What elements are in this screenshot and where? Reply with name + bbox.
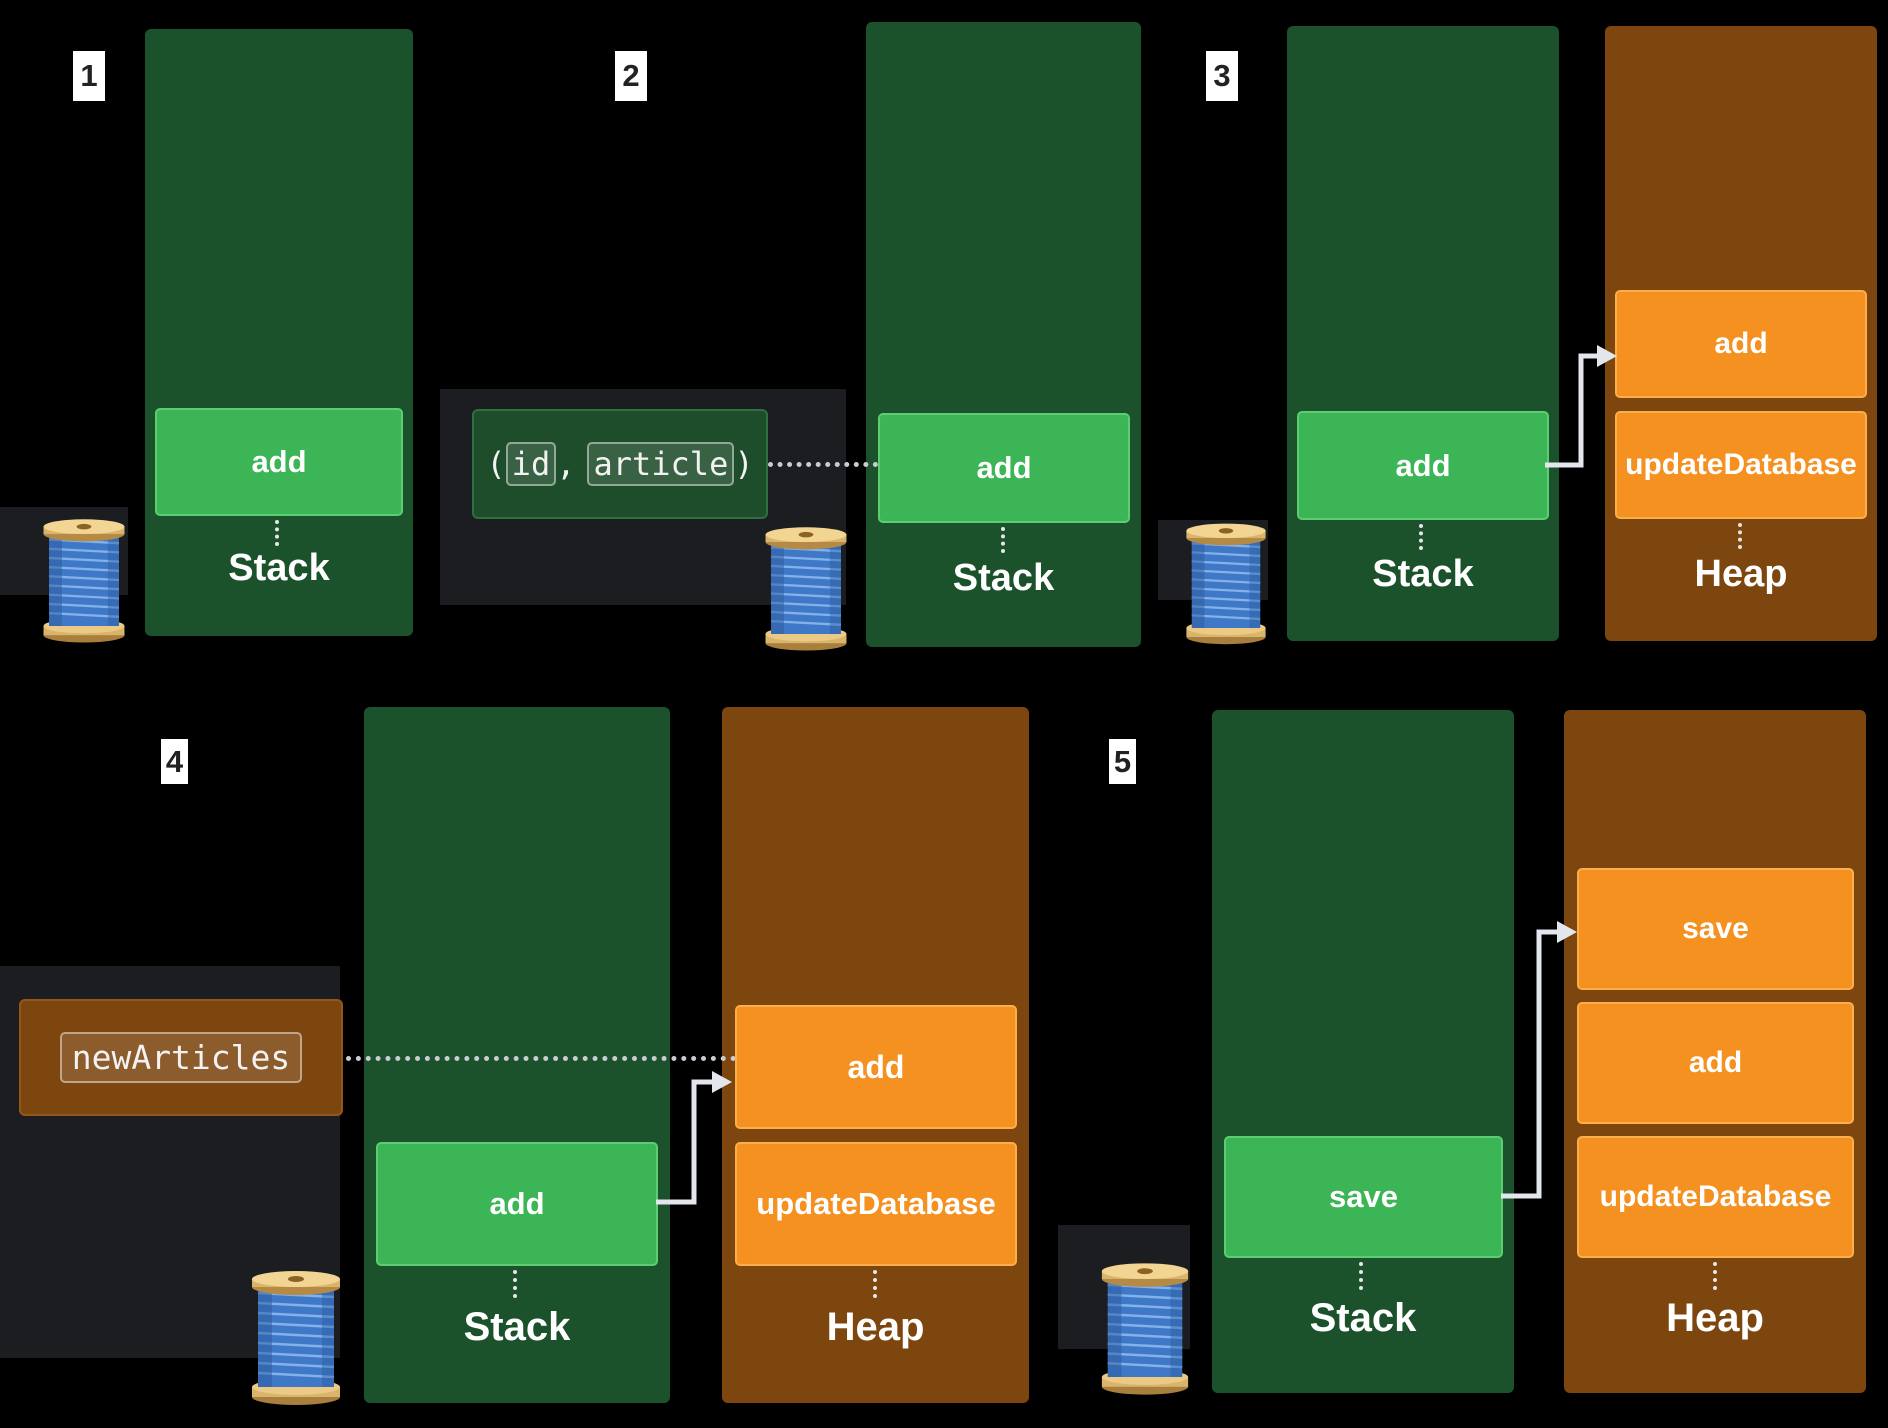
stack-dotted-connector [513, 1270, 517, 1298]
stack-label: Stack [952, 557, 1055, 599]
stack-dotted-connector [275, 520, 279, 546]
capture-paren-close: ) [734, 445, 754, 483]
stack-label: Stack [1372, 553, 1474, 595]
arrow-right-icon [1501, 921, 1577, 1199]
stack-column-4 [364, 707, 670, 1403]
heap-frame-save: save [1577, 868, 1854, 990]
stack-dotted-connector [1359, 1262, 1363, 1290]
arrow-right-icon [656, 1071, 732, 1205]
stack-column-1 [145, 29, 413, 636]
capture-dotted-connector [768, 462, 878, 467]
closure-capture-list: ( id , article ) [472, 409, 768, 519]
stack-label: Stack [463, 1305, 571, 1349]
stack-column-5 [1212, 710, 1514, 1393]
stack-column-2 [866, 22, 1141, 647]
stack-frame-add: add [376, 1142, 658, 1266]
stack-frame-save: save [1224, 1136, 1503, 1258]
heap-dotted-connector [1713, 1262, 1717, 1290]
heap-label: Heap [1694, 553, 1788, 595]
stack-frame-add: add [1297, 411, 1549, 520]
stack-label: Stack [1309, 1296, 1417, 1340]
stack-frame-add: add [155, 408, 403, 516]
spool-of-thread-icon [1181, 515, 1271, 651]
stack-column-3 [1287, 26, 1559, 641]
step-number-1: 1 [73, 51, 105, 101]
closure-capture-list: newArticles [19, 999, 343, 1116]
heap-frame-add: add [735, 1005, 1017, 1129]
arrow-right-icon [1545, 345, 1617, 468]
step-number-3: 3 [1206, 51, 1238, 101]
spool-of-thread-icon [38, 512, 130, 648]
step-number-4: 4 [161, 739, 188, 784]
stack-dotted-connector [1001, 527, 1005, 553]
stack-dotted-connector [1419, 524, 1423, 550]
captured-article: article [587, 442, 735, 486]
heap-frame-updatedatabase: updateDatabase [735, 1142, 1017, 1266]
step-number-2: 2 [615, 51, 647, 101]
heap-label: Heap [826, 1305, 925, 1349]
heap-frame-updatedatabase: updateDatabase [1577, 1136, 1854, 1258]
heap-frame-add: add [1615, 290, 1867, 398]
spool-of-thread-icon [760, 519, 852, 657]
heap-frame-add: add [1577, 1002, 1854, 1124]
heap-dotted-connector [1738, 523, 1742, 549]
captured-id: id [505, 442, 557, 486]
heap-frame-updatedatabase: updateDatabase [1615, 411, 1867, 519]
step-number-5: 5 [1109, 739, 1136, 784]
heap-dotted-connector [873, 1270, 877, 1298]
stack-frame-add: add [878, 413, 1130, 523]
spool-of-thread-icon [1096, 1253, 1194, 1403]
capture-dotted-connector [346, 1056, 736, 1061]
capture-comma: , [556, 445, 576, 483]
stack-label: Stack [228, 547, 330, 589]
captured-newarticles: newArticles [59, 1032, 303, 1083]
spool-of-thread-icon [246, 1262, 346, 1412]
heap-label: Heap [1666, 1296, 1764, 1340]
capture-paren-open: ( [486, 445, 506, 483]
